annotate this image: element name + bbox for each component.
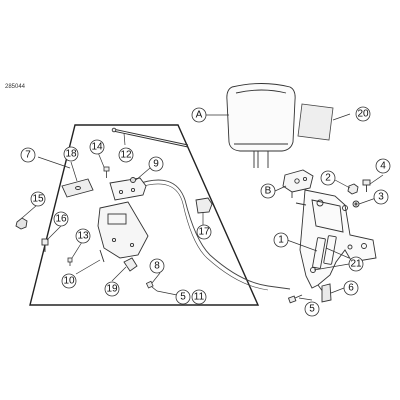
callout-A-label: A — [196, 110, 203, 121]
callout-21: 21 — [348, 256, 364, 272]
callout-11: 11 — [191, 289, 207, 305]
callout-17: 17 — [196, 224, 212, 240]
bolt-16 — [41, 238, 49, 252]
callout-5-right-label: 5 — [309, 304, 315, 315]
callout-5-left-label: 5 — [180, 292, 186, 303]
callout-20-label: 20 — [357, 109, 369, 120]
callout-20: 20 — [355, 106, 371, 122]
callout-5-right: 5 — [304, 301, 320, 317]
callout-9: 9 — [148, 156, 164, 172]
callout-15: 15 — [30, 191, 46, 207]
callout-21-label: 21 — [350, 259, 362, 270]
backrest-pad — [226, 83, 296, 168]
screw-13 — [67, 257, 73, 266]
clip-17 — [195, 197, 213, 214]
callout-10-label: 10 — [63, 276, 75, 287]
callout-11-label: 11 — [194, 292, 205, 303]
callout-18-label: 18 — [65, 149, 77, 160]
callout-2-label: 2 — [325, 173, 331, 184]
callout-18: 18 — [63, 146, 79, 162]
nut-15 — [15, 217, 28, 230]
callout-14: 14 — [89, 139, 105, 155]
callout-13: 13 — [75, 228, 91, 244]
screw-14 — [103, 166, 110, 178]
callout-7-label: 7 — [25, 150, 31, 161]
release-cable — [134, 179, 291, 290]
washer-3 — [352, 200, 360, 208]
callout-17-label: 17 — [198, 227, 210, 238]
screw-5-right — [287, 294, 303, 304]
callout-1: 1 — [273, 232, 289, 248]
callouts: A B 1 2 3 4 5 5 6 7 8 9 10 11 12 13 14 1… — [20, 106, 391, 317]
callout-B-label: B — [265, 186, 272, 197]
rod-12 — [111, 127, 189, 148]
callout-A: A — [191, 107, 207, 123]
bolt-4 — [362, 179, 371, 192]
callout-19: 19 — [104, 281, 120, 297]
callout-8: 8 — [149, 258, 165, 274]
callout-4: 4 — [375, 158, 391, 174]
figure-id: 285044 — [5, 84, 26, 90]
callout-14-label: 14 — [91, 142, 103, 153]
callout-1-label: 1 — [278, 235, 284, 246]
callout-9-label: 9 — [153, 159, 159, 170]
callout-8-label: 8 — [154, 261, 160, 272]
callout-12: 12 — [118, 147, 134, 163]
callout-6: 6 — [343, 280, 359, 296]
clip-19 — [123, 257, 138, 272]
spacer-pad-18 — [61, 178, 94, 198]
lower-bracket — [97, 201, 149, 263]
decal-sheet — [297, 103, 334, 141]
callout-5-left: 5 — [175, 289, 191, 305]
callout-15-label: 15 — [32, 194, 44, 205]
latch-bracket — [109, 177, 147, 201]
main-bracket — [295, 189, 377, 297]
callout-7: 7 — [20, 147, 36, 163]
callout-13-label: 13 — [77, 231, 89, 242]
mount-plate-6 — [321, 283, 332, 303]
callout-3: 3 — [373, 189, 389, 205]
callout-16: 16 — [53, 211, 69, 227]
clamp-block — [282, 169, 314, 198]
callout-2: 2 — [320, 170, 336, 186]
callout-4-label: 4 — [380, 161, 386, 172]
nut-2 — [347, 183, 359, 195]
callout-16-label: 16 — [55, 214, 67, 225]
callout-19-label: 19 — [106, 284, 118, 295]
callout-10: 10 — [61, 273, 77, 289]
callout-6-label: 6 — [348, 283, 354, 294]
callout-3-label: 3 — [378, 192, 384, 203]
leader-lines — [21, 113, 384, 301]
bolt-8 — [145, 280, 158, 292]
callout-12-label: 12 — [120, 150, 132, 161]
callout-B: B — [260, 183, 276, 199]
